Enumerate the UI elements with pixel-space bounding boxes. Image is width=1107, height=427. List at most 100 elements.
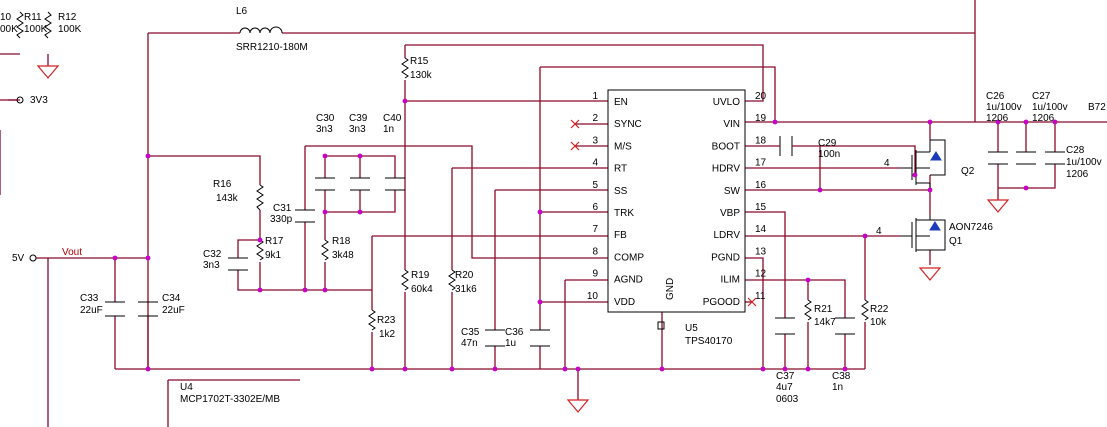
- capacitor-c31: [295, 209, 315, 223]
- capacitor-c33: [105, 301, 125, 317]
- ic-pin-name-hdrv: HDRV: [712, 164, 740, 175]
- label-vout: Vout: [62, 247, 82, 258]
- labels: 10 00K R11 100K R12 100K 3V3 L6 SRR1210-…: [0, 6, 1106, 405]
- label-r16: R16: [213, 179, 232, 190]
- ic-u5: EN1SYNC2M/S3RT4SS5TRK6FB7COMP8AGND9VDD10…: [587, 89, 767, 347]
- label-r19-value: 60k4: [411, 284, 433, 295]
- label-c29: C29: [818, 138, 837, 149]
- resistor-r18: [321, 239, 329, 261]
- label-u4-part: MCP1702T-3302E/MB: [180, 394, 280, 405]
- ic-pin-name-sw: SW: [724, 186, 741, 197]
- junction-dot: [402, 366, 408, 372]
- ic-pin-name-ldrv: LDRV: [714, 230, 741, 241]
- resistor-r15: [401, 57, 409, 79]
- label-r21-value: 14k7: [814, 317, 836, 328]
- label-c28: C28: [1066, 145, 1085, 156]
- junction-dot: [302, 287, 308, 293]
- ic-pin-number-20: 20: [755, 91, 767, 102]
- ic-pin-name-vbp: VBP: [720, 208, 740, 219]
- capacitor-c30: [315, 177, 335, 191]
- junction-dot: [537, 299, 543, 305]
- ic-pin-name-pgnd: PGND: [711, 252, 740, 263]
- ic-part: TPS40170: [685, 336, 733, 347]
- junction-dot: [257, 237, 263, 243]
- junction-dot: [782, 366, 788, 372]
- junction-dot: [369, 366, 375, 372]
- label-c28-package: 1206: [1066, 169, 1089, 180]
- junction-dot: [145, 153, 151, 159]
- junction-dot: [257, 287, 263, 293]
- junction-dot: [537, 209, 543, 215]
- label-c34: C34: [162, 293, 181, 304]
- junction-dot: [760, 366, 766, 372]
- mosfet-q1: [900, 215, 946, 252]
- label-r12: R12: [58, 12, 77, 23]
- label-u4: U4: [180, 382, 193, 393]
- junctions: [112, 98, 1058, 372]
- ground-topleft: [36, 65, 60, 79]
- no-connect-markers: [570, 119, 757, 307]
- junction-dot: [449, 366, 455, 372]
- ic-right-pins: UVLO20VIN19BOOT18HDRV17SW16VBP15LDRV14PG…: [703, 91, 767, 308]
- capacitors: [105, 136, 1065, 347]
- capacitor-c37: [775, 317, 795, 335]
- label-q1-gate: 4: [876, 226, 882, 237]
- ic-pin-name-boot: BOOT: [712, 141, 740, 152]
- ic-pin-name-sync: SYNC: [614, 119, 642, 130]
- ic-pin-name-ss: SS: [614, 186, 628, 197]
- junction-dot: [862, 233, 868, 239]
- capacitor-c36: [530, 329, 550, 347]
- junction-dot: [357, 153, 363, 159]
- ic-pin-name-vin: VIN: [723, 119, 740, 130]
- junction-dot: [112, 255, 118, 261]
- label-c32-value: 3n3: [203, 260, 220, 271]
- ic-pin-number-1: 1: [592, 91, 598, 102]
- label-c37: C37: [776, 371, 795, 382]
- ic-pin-name-trk: TRK: [614, 208, 634, 219]
- resistor-r22: [861, 299, 869, 321]
- mosfet-q2: [900, 139, 946, 190]
- label-r16-value: 143k: [216, 193, 239, 204]
- resistor-r19: [401, 269, 409, 291]
- ic-pin-name-ms: M/S: [614, 141, 632, 152]
- ic-pin-name-comp: COMP: [614, 252, 644, 263]
- ground-q1: [918, 267, 942, 281]
- label-l6-value: SRR1210-180M: [236, 42, 308, 53]
- ic-pin-number-18: 18: [755, 135, 767, 146]
- label-c33: C33: [80, 293, 99, 304]
- label-c38-value: 1n: [832, 382, 843, 393]
- junction-dot: [1052, 119, 1058, 125]
- ic-pin-number-4: 4: [592, 158, 598, 169]
- junction-dot: [842, 366, 848, 372]
- junction-dot: [772, 119, 778, 125]
- junction-dot: [1023, 185, 1029, 191]
- inductor-l6: [239, 26, 283, 34]
- label-c39-value: 3n3: [349, 124, 366, 135]
- capacitor-c38: [835, 317, 855, 335]
- label-c34-value: 22uF: [162, 305, 185, 316]
- label-r20: R20: [455, 270, 474, 281]
- label-c26-package: 1206: [986, 113, 1009, 124]
- label-r17-value: 9k1: [265, 250, 282, 261]
- label-3v3: 3V3: [30, 95, 48, 106]
- label-c31-value: 330p: [270, 214, 293, 225]
- label-c37-package: 0603: [776, 394, 799, 405]
- label-c35-value: 47n: [461, 338, 478, 349]
- label-5v: 5V: [12, 253, 25, 264]
- ic-body: [607, 89, 746, 313]
- label-c29-value: 100n: [818, 149, 840, 160]
- resistor-r16: [256, 184, 264, 211]
- junction-dot: [927, 119, 933, 125]
- label-c40: C40: [383, 113, 402, 124]
- ic-gnd-label: GND: [665, 278, 676, 300]
- label-q2-gate: 4: [884, 158, 890, 169]
- label-c39: C39: [349, 113, 368, 124]
- junction-dot: [927, 187, 933, 193]
- ic-pin-number-6: 6: [592, 202, 598, 213]
- ic-pin-number-8: 8: [592, 246, 598, 257]
- capacitor-c32: [228, 248, 248, 271]
- label-c27-package: 1206: [1032, 113, 1055, 124]
- capacitor-c29: [775, 136, 797, 156]
